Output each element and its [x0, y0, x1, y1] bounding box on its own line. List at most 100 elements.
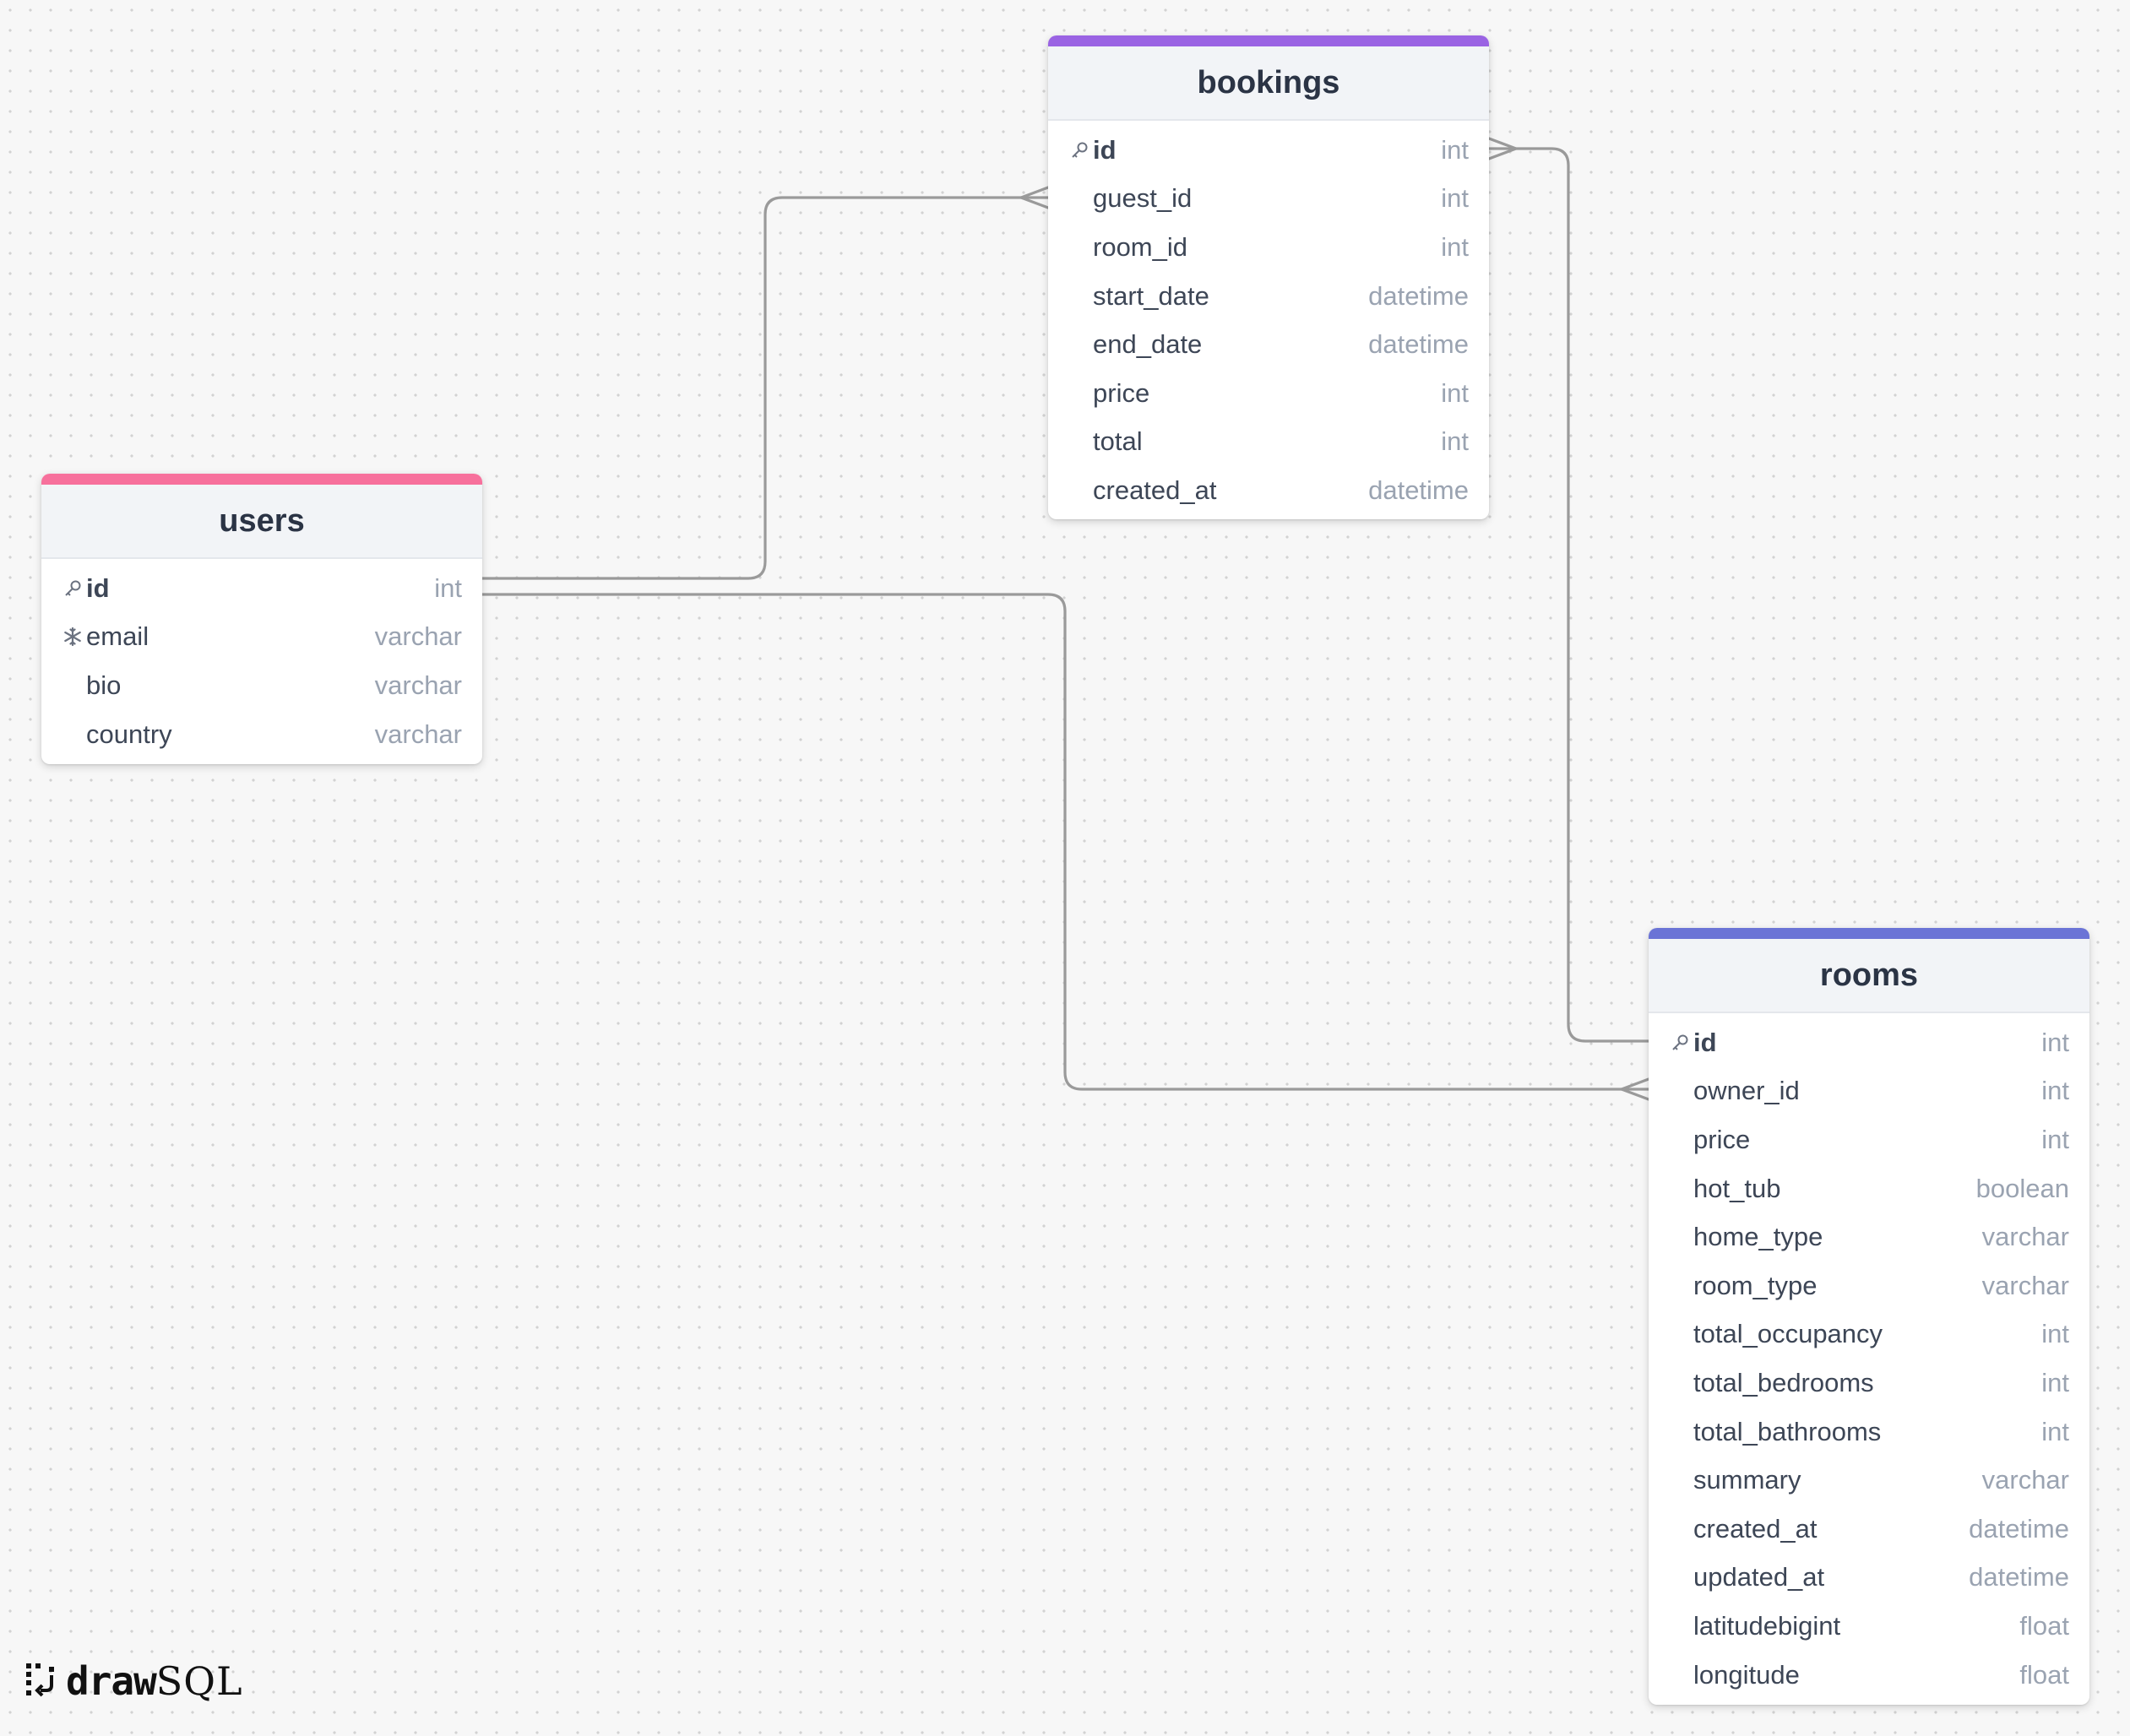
- column-row[interactable]: hot_tub boolean: [1649, 1164, 2089, 1213]
- table-accent-bar: [1649, 928, 2089, 939]
- column-type: int: [2041, 1319, 2069, 1349]
- relationship-users-rooms[interactable]: [481, 593, 1650, 1101]
- column-list: id int guest_id int room_id int start_da…: [1048, 121, 1489, 515]
- table-title: bookings: [1197, 64, 1340, 100]
- column-type: int: [2041, 1027, 2069, 1057]
- table-header[interactable]: rooms: [1649, 939, 2089, 1013]
- column-name: room_id: [1093, 231, 1187, 262]
- column-row[interactable]: id int: [41, 564, 482, 613]
- column-row[interactable]: id int: [1649, 1018, 2089, 1067]
- column-name: summary: [1693, 1465, 1801, 1495]
- table-header[interactable]: users: [41, 485, 482, 559]
- column-row[interactable]: start_date datetime: [1048, 272, 1489, 321]
- column-row[interactable]: owner_id int: [1649, 1067, 2089, 1116]
- column-type: varchar: [374, 719, 462, 749]
- relationship-users-bookings[interactable]: [481, 186, 1050, 580]
- relationship-rooms-bookings[interactable]: [1487, 137, 1650, 1043]
- column-name: total_bedrooms: [1693, 1367, 1874, 1397]
- key-icon: [58, 574, 86, 602]
- column-name: created_at: [1693, 1513, 1818, 1543]
- column-row[interactable]: bio varchar: [41, 661, 482, 710]
- column-type: int: [1441, 426, 1469, 457]
- column-row[interactable]: country varchar: [41, 710, 482, 759]
- column-type: varchar: [1981, 1222, 2069, 1252]
- column-row[interactable]: total_occupancy int: [1649, 1310, 2089, 1359]
- column-row[interactable]: guest_id int: [1048, 175, 1489, 224]
- column-name: latitudebigint: [1693, 1610, 1841, 1641]
- column-type: int: [2041, 1076, 2069, 1106]
- column-type: int: [2041, 1367, 2069, 1397]
- column-row[interactable]: longitude float: [1649, 1651, 2089, 1700]
- table-accent-bar: [1048, 35, 1489, 46]
- column-row[interactable]: home_type varchar: [1649, 1212, 2089, 1261]
- table-rooms[interactable]: rooms id int owner_id int price: [1649, 928, 2089, 1705]
- column-row[interactable]: summary varchar: [1649, 1456, 2089, 1505]
- column-row[interactable]: price int: [1649, 1115, 2089, 1164]
- key-icon: [1065, 136, 1093, 164]
- column-name: total_occupancy: [1693, 1319, 1883, 1349]
- column-row[interactable]: room_type varchar: [1649, 1261, 2089, 1310]
- column-name: total: [1093, 426, 1143, 457]
- column-name: room_type: [1693, 1270, 1818, 1300]
- column-row[interactable]: updated_at datetime: [1649, 1554, 2089, 1603]
- column-type: datetime: [1368, 329, 1469, 360]
- column-row[interactable]: id int: [1048, 126, 1489, 175]
- column-name: price: [1093, 377, 1150, 408]
- column-row[interactable]: created_at datetime: [1048, 466, 1489, 515]
- column-row[interactable]: total_bathrooms int: [1649, 1408, 2089, 1457]
- unique-snowflake-icon: [58, 623, 86, 651]
- key-icon: [1665, 1028, 1693, 1056]
- logo-text-sql: SQL: [155, 1658, 243, 1704]
- column-type: boolean: [1975, 1173, 2069, 1203]
- column-name: bio: [86, 670, 122, 700]
- column-type: int: [1441, 134, 1469, 165]
- column-row[interactable]: total int: [1048, 418, 1489, 467]
- table-title: rooms: [1819, 957, 1919, 993]
- table-header[interactable]: bookings: [1048, 46, 1489, 121]
- column-name: guest_id: [1093, 183, 1193, 214]
- column-name: email: [86, 621, 149, 652]
- column-type: int: [1441, 377, 1469, 408]
- column-type: float: [2019, 1659, 2069, 1690]
- column-type: int: [1441, 183, 1469, 214]
- column-type: varchar: [374, 621, 462, 652]
- column-list: id int email varchar bio varchar: [41, 559, 482, 758]
- column-type: datetime: [1368, 280, 1469, 311]
- column-row[interactable]: room_id int: [1048, 223, 1489, 272]
- column-row[interactable]: price int: [1048, 369, 1489, 418]
- column-row[interactable]: email varchar: [41, 613, 482, 662]
- column-type: varchar: [374, 670, 462, 700]
- logo-text-draw: draw: [66, 1658, 157, 1704]
- column-name: created_at: [1093, 475, 1217, 505]
- table-users[interactable]: users id int email varchar: [41, 474, 482, 764]
- column-name: total_bathrooms: [1693, 1416, 1882, 1446]
- column-row[interactable]: created_at datetime: [1649, 1505, 2089, 1554]
- column-list: id int owner_id int price int hot_tub bo…: [1649, 1013, 2089, 1699]
- table-bookings[interactable]: bookings id int guest_id int room_id: [1048, 35, 1489, 519]
- column-row[interactable]: total_bedrooms int: [1649, 1359, 2089, 1408]
- column-type: varchar: [1981, 1270, 2069, 1300]
- column-name: updated_at: [1693, 1562, 1825, 1592]
- column-type: varchar: [1981, 1465, 2069, 1495]
- column-name: start_date: [1093, 280, 1209, 311]
- table-accent-bar: [41, 474, 482, 485]
- column-type: int: [1441, 231, 1469, 262]
- column-type: int: [434, 572, 462, 603]
- column-name: price: [1693, 1124, 1751, 1154]
- column-row[interactable]: end_date datetime: [1048, 320, 1489, 369]
- column-name: longitude: [1693, 1659, 1800, 1690]
- column-name: id: [1093, 134, 1117, 165]
- column-type: datetime: [1969, 1562, 2069, 1592]
- drawsql-logo-icon: [26, 1663, 54, 1697]
- column-type: datetime: [1368, 475, 1469, 505]
- column-name: country: [86, 719, 172, 749]
- column-row[interactable]: latitudebigint float: [1649, 1602, 2089, 1651]
- drawsql-logo[interactable]: draw SQL: [24, 1658, 243, 1704]
- column-name: end_date: [1093, 329, 1203, 360]
- column-name: owner_id: [1693, 1076, 1800, 1106]
- column-name: id: [1693, 1027, 1717, 1057]
- column-name: hot_tub: [1693, 1173, 1781, 1203]
- column-type: datetime: [1969, 1513, 2069, 1543]
